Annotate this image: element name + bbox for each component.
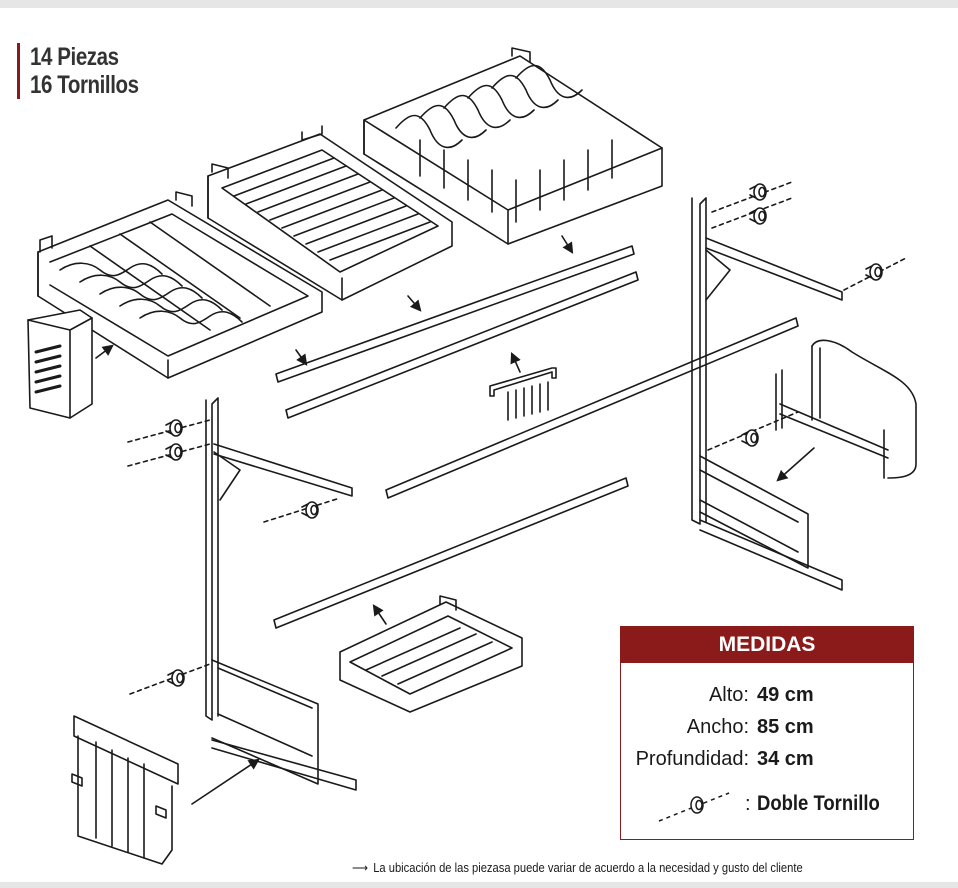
pieces-header: 14 Piezas 16 Tornillos	[17, 43, 162, 99]
rails	[273, 245, 799, 629]
footer-note-text: La ubicación de las piezasa puede variar…	[373, 860, 803, 875]
pieces-count: 14 Piezas	[30, 43, 119, 71]
double-screw-label: Doble Tornillo	[757, 792, 880, 815]
screws-count: 16 Tornillos	[30, 71, 139, 99]
measure-row-depth: Profundidad: 34 cm	[621, 745, 913, 773]
assembly-arrows	[95, 235, 815, 805]
measure-label: Profundidad:	[635, 748, 749, 770]
legend-colon: :	[745, 793, 751, 815]
measure-value: 49 cm	[757, 684, 814, 706]
plate-drainer-tray	[207, 125, 453, 301]
top-border	[0, 0, 958, 8]
measure-row-height: Alto: 49 cm	[621, 681, 913, 709]
screws	[127, 181, 907, 695]
right-side-frame	[691, 197, 843, 591]
bottom-basket	[339, 595, 523, 713]
bottom-border	[0, 882, 958, 888]
footer-note: ⟶ La ubicación de las piezasa puede varia…	[352, 860, 803, 876]
measure-value: 85 cm	[757, 716, 814, 738]
measure-row-width: Ancho: 85 cm	[621, 713, 913, 741]
dish-rack-tray	[363, 47, 663, 245]
double-screw-icon	[658, 792, 730, 822]
towel-rack	[775, 339, 917, 479]
measure-label: Ancho:	[686, 716, 749, 738]
board-holder	[71, 715, 179, 865]
left-side-frame	[205, 397, 357, 791]
arrow-right-icon: ⟶	[352, 860, 369, 875]
measures-title: MEDIDAS	[621, 627, 913, 663]
measure-value: 34 cm	[757, 748, 814, 770]
measures-panel: MEDIDAS Alto: 49 cm Ancho: 85 cm Profund…	[620, 626, 914, 840]
hook-rack	[489, 367, 557, 421]
measure-label: Alto:	[708, 684, 749, 706]
double-screw-legend: : Doble Tornillo	[657, 787, 907, 827]
cutlery-tray	[37, 191, 323, 379]
utensil-holder	[27, 309, 93, 419]
